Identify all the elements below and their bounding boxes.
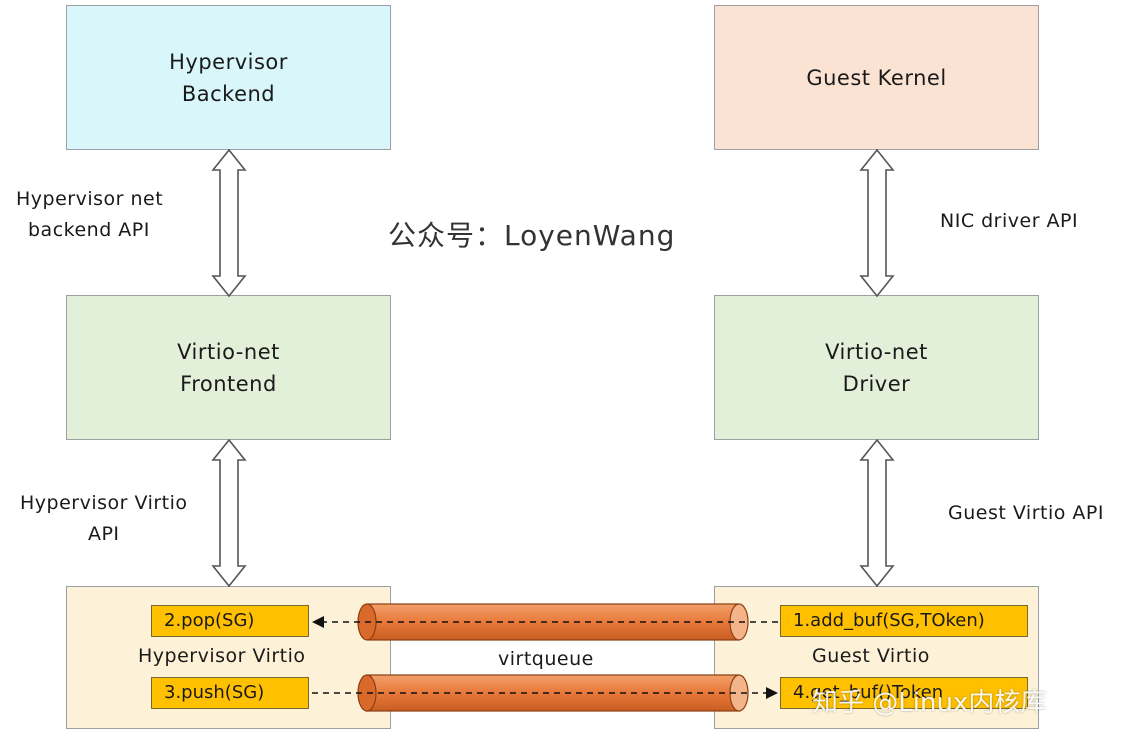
get-buf-chip: 4.get_buf()Token: [780, 677, 1028, 709]
hypervisor-backend-line2: Backend: [181, 81, 276, 106]
virtio-net-driver-box: Virtio-net Driver: [714, 295, 1039, 440]
add-buf-chip: 1.add_buf(SG,TOken): [780, 605, 1028, 637]
frontend-line2: Frontend: [180, 371, 277, 396]
backend-api-label: Hypervisor net backend API: [16, 184, 163, 246]
guest-kernel-box: Guest Kernel: [714, 5, 1039, 150]
frontend-line1: Virtio-net: [177, 339, 280, 364]
backend-api-line1: Hypervisor net: [16, 188, 164, 210]
double-arrow-right-bottom: [859, 438, 895, 588]
hypervisor-virtio-api-label: Hypervisor Virtio API: [20, 488, 188, 550]
driver-line2: Driver: [842, 371, 911, 396]
push-sg-chip: 3.push(SG): [151, 677, 309, 709]
wechat-watermark: 公众号：LoyenWang: [388, 219, 676, 252]
hv-virtio-api-line1: Hypervisor Virtio: [20, 492, 188, 514]
virtqueue-tube-bottom: [357, 674, 749, 712]
double-arrow-right-top: [859, 148, 895, 298]
hypervisor-virtio-label: Hypervisor Virtio: [138, 645, 306, 667]
hypervisor-backend-box: Hypervisor Backend: [66, 5, 391, 150]
nic-driver-api-label: NIC driver API: [940, 210, 1079, 232]
hv-virtio-api-line2: API: [87, 523, 120, 545]
hypervisor-backend-line1: Hypervisor: [169, 49, 288, 74]
pop-sg-chip: 2.pop(SG): [151, 605, 309, 637]
backend-api-line2: backend API: [28, 219, 150, 241]
guest-virtio-label: Guest Virtio: [812, 645, 930, 667]
double-arrow-left-top: [211, 148, 247, 298]
guest-kernel-label: Guest Kernel: [806, 65, 947, 90]
guest-virtio-api-label: Guest Virtio API: [948, 502, 1104, 524]
double-arrow-left-bottom: [211, 438, 247, 588]
virtqueue-label: virtqueue: [498, 648, 594, 670]
zhihu-watermark: 知乎 @Linux内核库: [812, 688, 1047, 718]
driver-line1: Virtio-net: [825, 339, 928, 364]
virtio-net-frontend-box: Virtio-net Frontend: [66, 295, 391, 440]
